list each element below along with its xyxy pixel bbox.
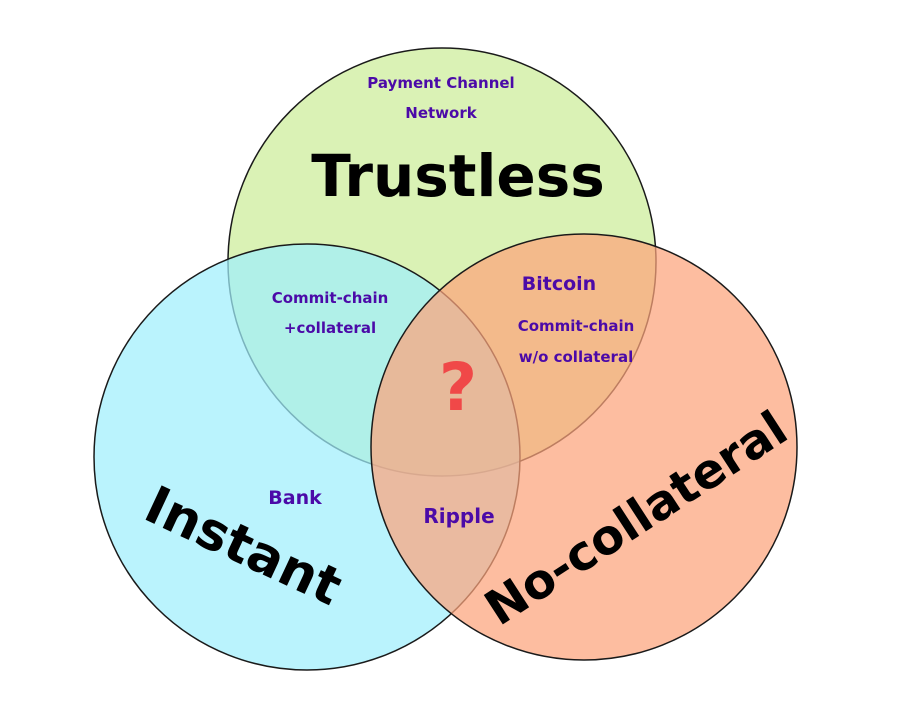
region-trustless-instant-line2: +collateral bbox=[284, 319, 376, 337]
region-trustless-only-line2: Network bbox=[405, 104, 477, 122]
region-bank: Bank bbox=[268, 487, 322, 509]
region-trustless-nocollateral-line1: Commit-chain bbox=[518, 317, 635, 335]
region-trustless-nocollateral-line2: w/o collateral bbox=[519, 348, 633, 366]
region-bitcoin: Bitcoin bbox=[522, 273, 596, 295]
region-center-question-mark: ? bbox=[439, 349, 477, 426]
circle-no-collateral bbox=[370, 233, 798, 661]
region-ripple: Ripple bbox=[423, 504, 494, 528]
region-trustless-only-line1: Payment Channel bbox=[367, 74, 514, 92]
label-trustless: Trustless bbox=[311, 142, 605, 210]
region-trustless-instant-line1: Commit-chain bbox=[272, 289, 389, 307]
